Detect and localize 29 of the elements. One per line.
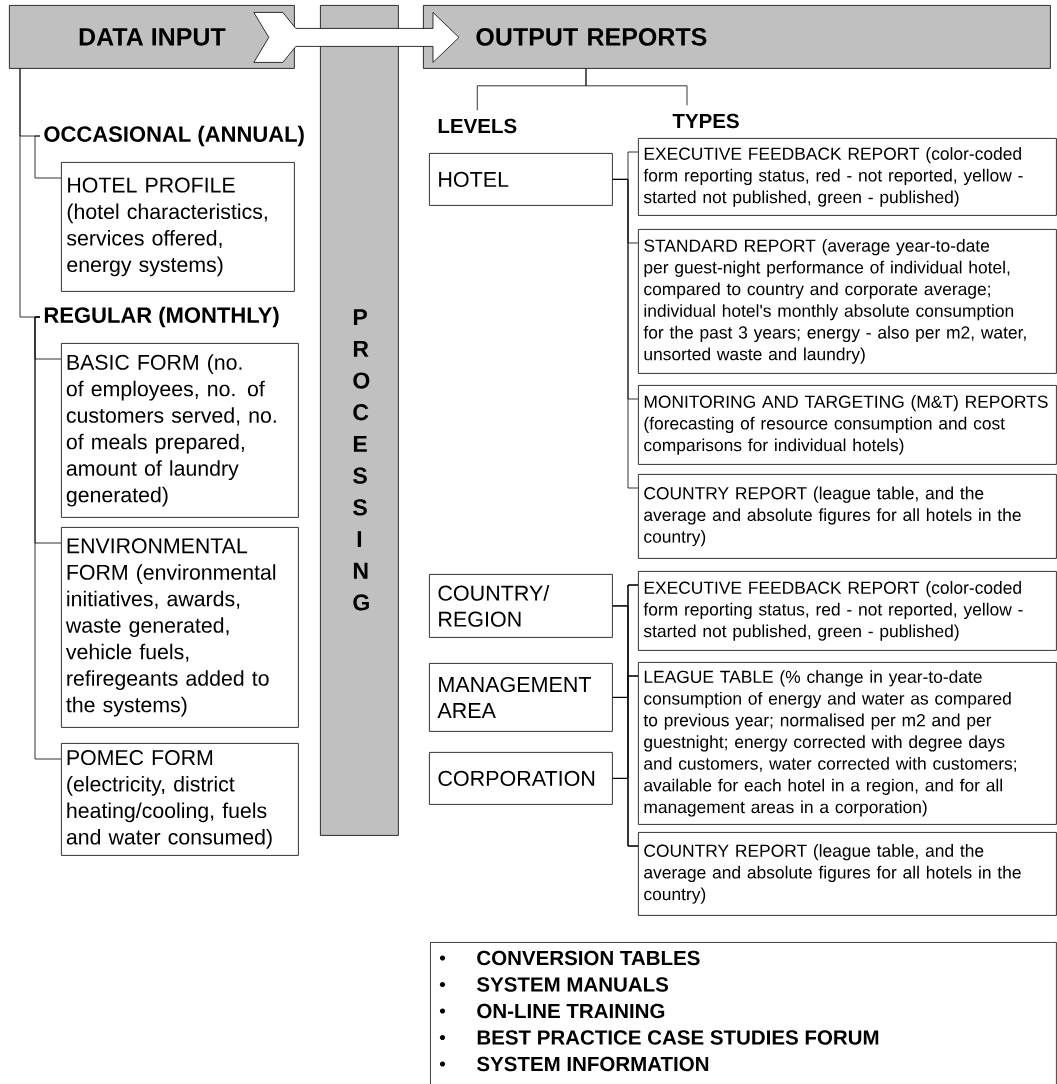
connector-line (585, 68, 688, 106)
level-box: COUNTRY/ REGION (429, 574, 613, 638)
form-box: POMEC FORM (electricity, district heating/cooling, fuels and water consumed) (61, 743, 299, 856)
form-box: HOTEL PROFILE (hotel characteristics, services offered, energy systems) (61, 162, 295, 292)
header-box: DATA INPUT (9, 5, 295, 69)
section-heading: REGULAR (MONTHLY) (44, 306, 279, 328)
report-box: COUNTRY REPORT (league table, and the average and absolute figures for all hotels in the country) (638, 832, 1057, 916)
form-box: ENVIRONMENTAL FORM (environmental initiatives, awards, waste generated, vehicle fuels, refiregeants added to the systems) (61, 527, 299, 728)
connector-line (34, 316, 62, 760)
section-heading: OCCASIONAL (ANNUAL) (44, 125, 304, 147)
connector-line (612, 179, 639, 489)
connector-line (34, 135, 62, 179)
report-box: MONITORING AND TARGETING (M&T) REPORTS (forecasting of resource consumption and cost comparisons for individual hotels) (638, 385, 1057, 465)
connector-line (612, 778, 639, 847)
report-box: STANDARD REPORT (average year-to-date per guest-night performance of individual hotel, compared to country and corporate average; individual hotel's monthly absolute consumption for the past 3 years; energy - also per m2, water, unsorted waste and laundry) (638, 229, 1057, 374)
level-box: HOTEL (429, 153, 613, 206)
level-box: MANAGEMENT AREA (429, 663, 613, 732)
processing-bar: P R O C E S S I N G (320, 5, 399, 836)
header-box: OUTPUT REPORTS (423, 5, 1051, 69)
form-box: BASIC FORM (no. of employees, no. of customers served, no. of meals prepared, amount of laundry generated) (61, 343, 299, 518)
report-box: COUNTRY REPORT (league table, and the average and absolute figures for all hotels in the country) (638, 474, 1057, 559)
bullet-list-box: CONVERSION TABLES SYSTEM MANUALS ON-LINE TRAINING BEST PRACTICE CASE STUDIES FORUM SYSTEM INFORMATION (430, 942, 1057, 1084)
level-box: CORPORATION (429, 752, 613, 805)
section-heading: TYPES (672, 113, 739, 129)
report-box: EXECUTIVE FEEDBACK REPORT (color-coded form reporting status, red - not reported, yellow - started not published, green - published) (638, 571, 1057, 651)
report-box: LEAGUE TABLE (% change in year-to-date consumption of energy and water as compared to previous year; normalised per m2 and per guestnight; energy corrected with degree days and customers, water corrected with customers; available for each hotel in a region, and for all management areas in a corporation) (638, 662, 1057, 825)
section-heading: LEVELS (438, 118, 517, 134)
report-box: EXECUTIVE FEEDBACK REPORT (color-coded form reporting status, red - not reported, yellow - started not published, green - published) (638, 138, 1057, 216)
arrow (253, 12, 460, 63)
